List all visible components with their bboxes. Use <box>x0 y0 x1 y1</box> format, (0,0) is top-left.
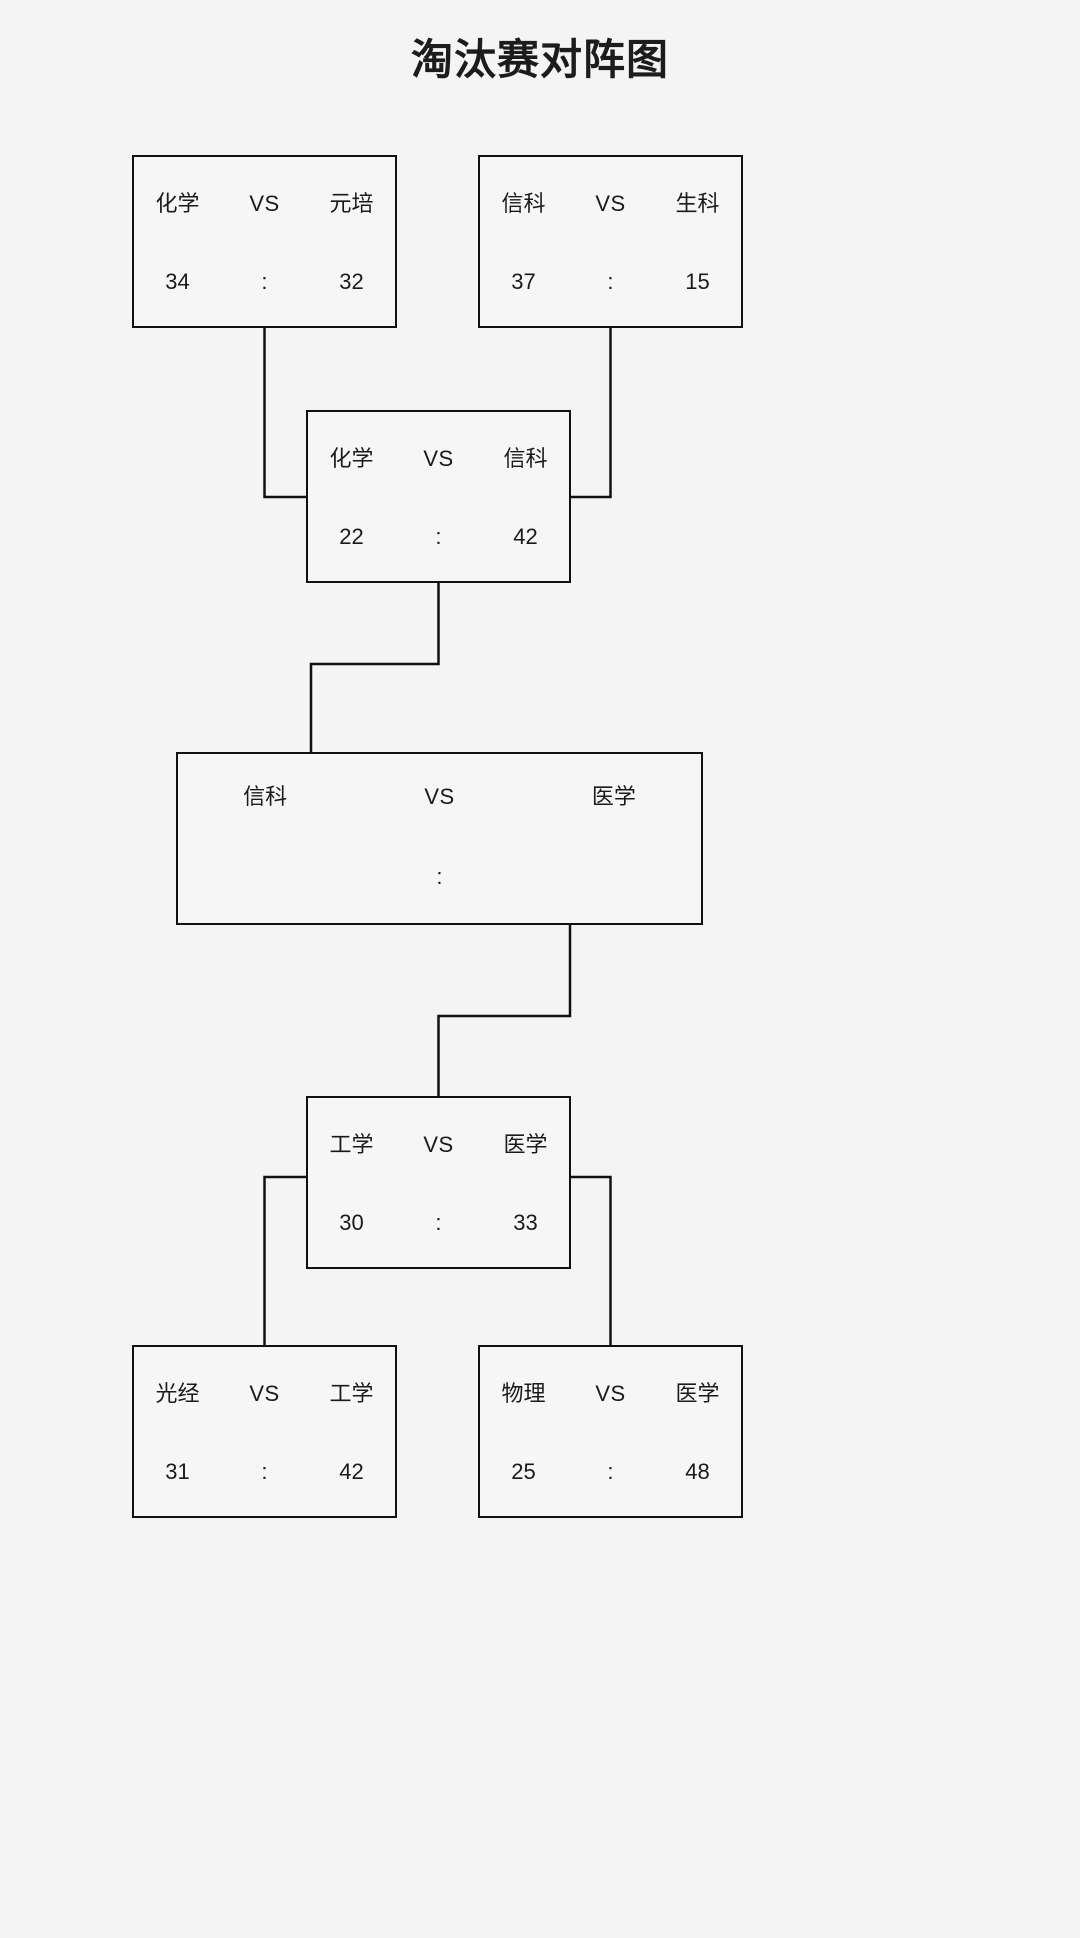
score-right: 32 <box>339 269 364 295</box>
match-box-r1m3[interactable]: 光经 VS 工学 31 : 42 <box>132 1345 397 1518</box>
connector-r1m4-to-r2m2 <box>569 1175 612 1347</box>
vs-label: VS <box>424 784 455 809</box>
team-left-name: 物理 <box>501 1381 546 1406</box>
match-teams-row: 工学 VS 医学 <box>308 1132 569 1158</box>
match-box-r1m1[interactable]: 化学 VS 元培 34 : 32 <box>132 155 397 328</box>
match-box-r1m4[interactable]: 物理 VS 医学 25 : 48 <box>478 1345 743 1518</box>
score-left: 22 <box>339 524 364 550</box>
score-left: 30 <box>339 1210 364 1236</box>
score-separator: : <box>607 1459 614 1485</box>
score-right: 48 <box>685 1459 710 1485</box>
vs-label: VS <box>423 1132 454 1157</box>
team-left-name: 工学 <box>329 1132 374 1157</box>
score-separator: : <box>261 269 268 295</box>
score-separator: : <box>435 524 442 550</box>
score-separator: : <box>435 1210 442 1236</box>
connector-r2m1-to-final <box>309 581 440 754</box>
connector-r1m2-to-r2m1 <box>569 326 612 499</box>
connector-r1m1-to-r2m1 <box>263 326 308 499</box>
match-teams-row: 化学 VS 元培 <box>134 191 395 217</box>
score-right: 42 <box>513 524 538 550</box>
match-scores-row: 37 : 15 <box>480 269 741 295</box>
score-left: 25 <box>511 1459 536 1485</box>
score-right: 42 <box>339 1459 364 1485</box>
match-box-r1m2[interactable]: 信科 VS 生科 37 : 15 <box>478 155 743 328</box>
team-right-name: 医学 <box>675 1381 720 1406</box>
team-left-name: 信科 <box>501 191 546 216</box>
match-teams-row: 物理 VS 医学 <box>480 1381 741 1407</box>
page-title: 淘汰赛对阵图 <box>410 36 669 83</box>
team-right-name: 生科 <box>675 191 720 216</box>
match-scores-row: : <box>178 864 701 890</box>
team-left-name: 化学 <box>329 446 374 471</box>
score-separator: : <box>436 864 443 890</box>
match-scores-row: 30 : 33 <box>308 1210 569 1236</box>
match-scores-row: 25 : 48 <box>480 1459 741 1485</box>
vs-label: VS <box>595 1381 626 1406</box>
match-box-r2m1[interactable]: 化学 VS 信科 22 : 42 <box>306 410 571 583</box>
vs-label: VS <box>423 446 454 471</box>
match-teams-row: 信科 VS 医学 <box>178 784 701 810</box>
score-left: 37 <box>511 269 536 295</box>
score-left: 31 <box>165 1459 190 1485</box>
match-box-final[interactable]: 信科 VS 医学 : <box>176 752 703 925</box>
match-teams-row: 信科 VS 生科 <box>480 191 741 217</box>
score-right: 33 <box>513 1210 538 1236</box>
team-right-name: 元培 <box>329 191 374 216</box>
score-separator: : <box>261 1459 268 1485</box>
score-separator: : <box>607 269 614 295</box>
vs-label: VS <box>249 191 280 216</box>
team-left-name: 化学 <box>155 191 200 216</box>
match-teams-row: 化学 VS 信科 <box>308 446 569 472</box>
match-scores-row: 31 : 42 <box>134 1459 395 1485</box>
team-left-name: 光经 <box>155 1381 200 1406</box>
vs-label: VS <box>595 191 626 216</box>
match-scores-row: 22 : 42 <box>308 524 569 550</box>
vs-label: VS <box>249 1381 280 1406</box>
match-box-r2m2[interactable]: 工学 VS 医学 30 : 33 <box>306 1096 571 1269</box>
team-right-name: 医学 <box>591 784 636 809</box>
team-right-name: 医学 <box>503 1132 548 1157</box>
team-right-name: 工学 <box>329 1381 374 1406</box>
team-left-name: 信科 <box>243 784 288 809</box>
score-right: 15 <box>685 269 710 295</box>
score-left: 34 <box>165 269 190 295</box>
match-teams-row: 光经 VS 工学 <box>134 1381 395 1407</box>
team-right-name: 信科 <box>503 446 548 471</box>
connector-final-to-r2m2 <box>437 923 572 1098</box>
match-scores-row: 34 : 32 <box>134 269 395 295</box>
connector-r1m3-to-r2m2 <box>263 1175 308 1347</box>
